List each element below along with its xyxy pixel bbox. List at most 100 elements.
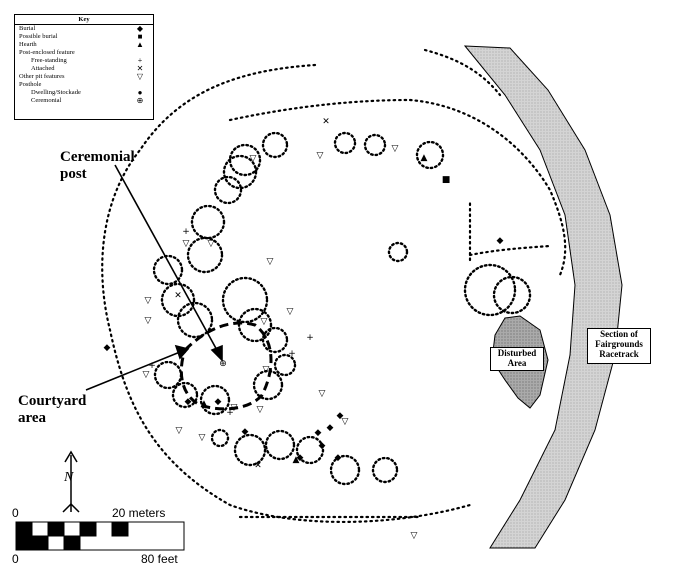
pit-symbol: ▽ [257,405,264,415]
pit-symbol: ▽ [267,257,274,267]
scale-meters-zero: 0 [12,506,19,520]
legend-row: Hearth ▲ [15,41,153,49]
pit-symbol: ▽ [317,151,324,161]
legend-label: Dwelling/Stockade [31,89,81,96]
stockade-line [423,48,502,97]
free-standing-symbol: + [306,333,314,343]
free-standing-symbol: + [148,361,156,371]
disturbed-area-label: Disturbed Area [490,347,544,371]
attached-symbol: ✕ [174,291,182,301]
pit-symbol: ▽ [261,317,268,327]
attached-symbol: ✕ [322,117,330,127]
ceremonial-post-label: Ceremonial post [60,149,135,183]
scale-feet-zero: 0 [12,552,19,566]
burial-symbol: ◆ [185,397,192,407]
stockade-line [468,244,552,257]
pit-symbol: ▽ [199,433,206,443]
racetrack-label-line1: Section of [600,329,638,339]
legend-label: Ceremonial [31,97,62,104]
ceremonial-post-symbol: ⊕ [219,359,227,369]
pit-symbol: ▽ [183,239,190,249]
pit-symbol: ▽ [231,403,238,413]
disturbed-label-line2: Area [507,358,527,368]
burial-symbol: ◆ [242,427,249,437]
racetrack-label-line2: Fairgrounds [595,339,643,349]
legend-label: Post-enclosed feature [19,49,75,56]
legend-row: Other pit features ▽ [15,73,153,81]
courtyard-label-line2: area [18,410,47,426]
legend-label: Hearth [19,41,37,48]
pit-symbol: ▽ [342,417,349,427]
burial-symbol: ◆ [337,411,344,421]
legend-symbol-icon: ● [137,88,143,97]
legend-label: Burial [19,25,36,32]
pit-symbol: ▽ [287,307,294,317]
legend-symbol-icon: ▲ [136,40,144,49]
pit-symbol: ▽ [392,144,399,154]
disturbed-label-line1: Disturbed [497,348,537,358]
burial-symbol: ◆ [104,343,111,353]
legend-row: Posthole [15,81,153,89]
ceremonial-arrow-line [114,164,219,353]
legend-row: Dwelling/Stockade ● [15,89,153,97]
legend-label: Attached [31,65,55,72]
burial-symbol: ◆ [497,236,504,246]
pit-symbol: ▽ [411,531,418,541]
legend-row: Burial ◆ [15,25,153,33]
ceremonial-post-label-line1: Ceremonial [60,149,135,165]
burial-symbol: ◆ [319,441,326,451]
hearth-symbol: ▲ [293,455,300,465]
free-standing-symbol: + [182,227,190,237]
legend-row: Possible burial ■ [15,33,153,41]
burial-symbol: ◆ [297,453,304,463]
legend-label: Other pit features [19,73,65,80]
courtyard-area-label: Courtyard area [18,393,86,427]
burial-symbol: ◆ [215,397,222,407]
legend-symbol-icon: ⊕ [136,96,144,105]
legend-symbol-icon: + [137,56,143,65]
hearth-symbol: ▲ [201,399,208,409]
legend-key: Key Burial ◆ Possible burial ■ Hearth ▲ Post-e… [14,14,154,120]
stockade-line [228,98,567,277]
north-arrow [62,450,80,513]
pit-symbol: ▽ [250,154,257,164]
legend-symbol-icon: ▽ [136,72,144,81]
free-standing-symbol: + [288,349,296,359]
pit-symbol: ▽ [143,370,150,380]
courtyard-label-line1: Courtyard [18,393,87,409]
pit-symbol: ▽ [208,239,215,249]
legend-symbol-icon: ✕ [136,64,144,73]
legend-symbol-icon: ◆ [136,24,144,33]
racetrack-label: Section of Fairgrounds Racetrack [587,328,651,364]
racetrack-label-line3: Racetrack [599,349,639,359]
legend-symbol-icon: ■ [137,32,143,41]
legend-row: Post-enclosed feature [15,49,153,57]
legend-label: Free-standing [31,57,67,64]
legend-label: Possible burial [19,33,58,40]
burial-symbol: ◆ [327,423,334,433]
legend-row: Ceremonial ⊕ [15,97,153,105]
stockade-line [101,63,472,523]
north-label: N [64,470,74,485]
free-standing-symbol: + [226,408,234,418]
attached-symbol: ✕ [254,461,262,471]
courtyard-arrow-head [174,344,190,360]
pit-symbol: ▽ [319,389,326,399]
pit-symbol: ▽ [263,365,270,375]
legend-label: Posthole [19,81,42,88]
burial-symbol: ◆ [315,428,322,438]
courtyard-boundary [179,321,273,411]
ceremonial-post-label-line2: post [60,166,87,182]
pit-symbol: ▽ [145,296,152,306]
hearth-symbol: ▲ [421,153,428,163]
legend-title: Key [15,15,153,25]
racetrack-band [463,45,623,549]
scale-feet-label: 80 feet [141,552,178,566]
courtyard-arrow-line [85,351,181,391]
scale-bar [15,521,185,551]
ceremonial-arrow-head [210,344,223,362]
pit-symbol: ▽ [176,426,183,436]
burial-symbol: ◆ [335,453,342,463]
scale-meters-label: 20 meters [112,506,166,520]
